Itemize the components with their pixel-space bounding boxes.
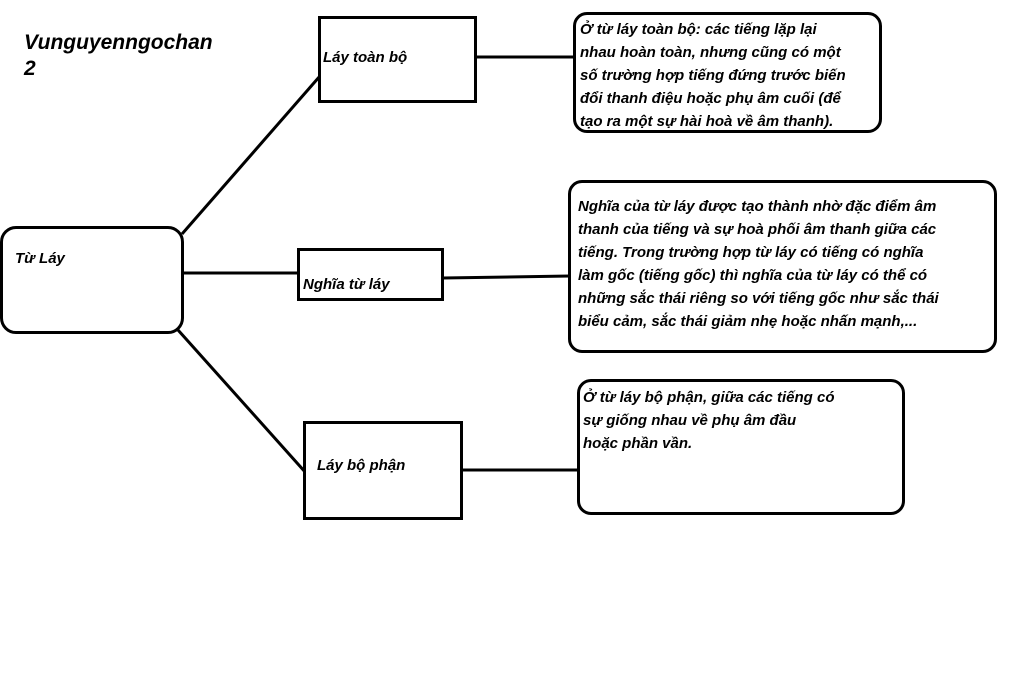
root-node-label: Từ Láy <box>15 250 65 267</box>
desc-nghia-tu-lay-text: Nghĩa của từ láy được tạo thành nhờ đặc … <box>578 198 939 330</box>
author-label: Vunguyenngochan 2 <box>24 31 213 80</box>
branch-lay-toan-bo-label: Láy toàn bộ <box>323 49 408 66</box>
desc-lay-bo-phan-text: Ở từ láy bộ phận, giữa các tiếng có sự g… <box>583 389 835 452</box>
desc-lay-toan-bo-text: Ở từ láy toàn bộ: các tiếng lặp lại nhau… <box>580 21 846 130</box>
connector-nghia-tu-lay-to-desc <box>442 274 571 280</box>
branch-nghia-tu-lay-box: Nghĩa từ láy <box>297 248 444 301</box>
branch-lay-bo-phan-box: Láy bộ phận <box>303 421 463 520</box>
branch-lay-bo-phan-label: Láy bộ phận <box>317 457 406 474</box>
desc-lay-toan-bo-box: Ở từ láy toàn bộ: các tiếng lặp lại nhau… <box>573 12 882 133</box>
branch-nghia-tu-lay-label: Nghĩa từ láy <box>303 276 390 293</box>
root-node-box: Từ Láy <box>0 226 184 334</box>
branch-lay-toan-bo-box: Láy toàn bộ <box>318 16 477 103</box>
desc-nghia-tu-lay-box: Nghĩa của từ láy được tạo thành nhờ đặc … <box>568 180 997 353</box>
connector-root-to-lay-toan-bo <box>180 75 322 235</box>
connector-root-to-lay-bo-phan <box>176 328 308 475</box>
desc-lay-bo-phan-box: Ở từ láy bộ phận, giữa các tiếng có sự g… <box>577 379 905 515</box>
